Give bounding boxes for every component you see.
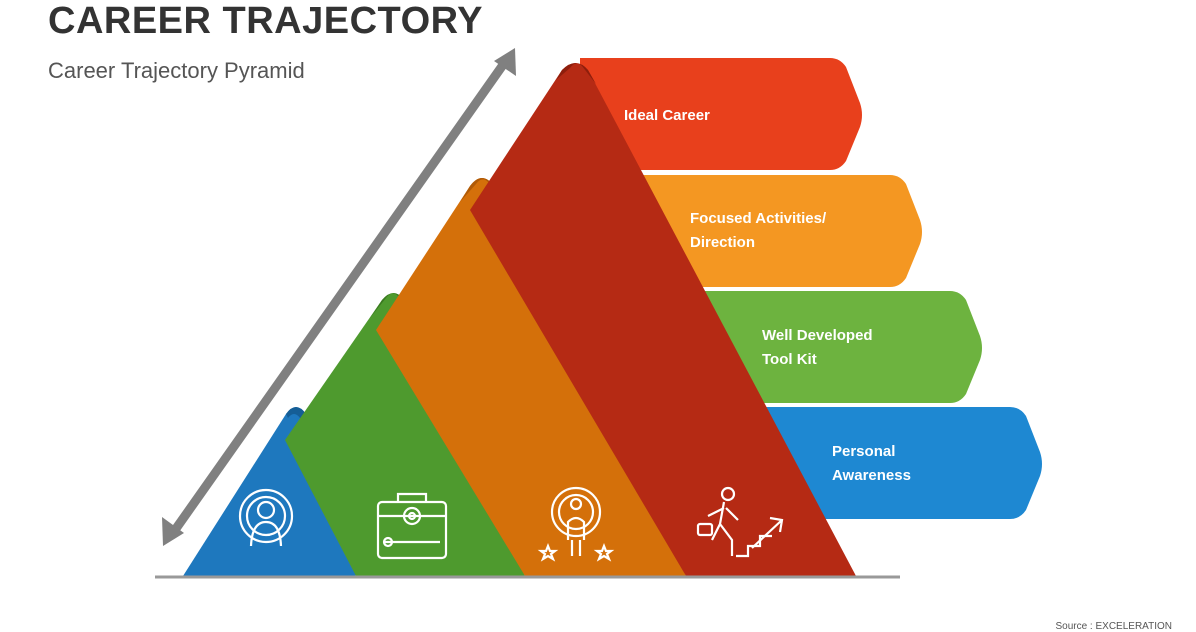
page-subtitle: Career Trajectory Pyramid <box>48 58 305 83</box>
band-tool-kit <box>285 293 525 576</box>
person-target-icon <box>238 488 294 547</box>
page-title: CAREER TRAJECTORY <box>48 0 483 42</box>
band-ideal-career <box>470 63 856 576</box>
level-arrow-tool-kit <box>690 291 982 403</box>
trajectory-arrow <box>162 48 516 546</box>
level-arrow-focused-activities <box>615 175 922 287</box>
level-label-focused-activities: Focused Activities/ Direction <box>690 210 827 251</box>
label-line: Well Developed <box>762 327 873 344</box>
level-label-personal-awareness: Personal Awareness <box>832 443 911 484</box>
businessman-climbing-stairs-icon <box>696 486 784 558</box>
level-label-ideal-career: Ideal Career <box>624 107 710 124</box>
label-line: Personal <box>832 443 895 460</box>
source-credit: Source : EXCELERATION <box>1055 621 1172 632</box>
person-broadcast-stars-icon <box>537 486 615 562</box>
level-label-tool-kit: Well Developed Tool Kit <box>762 327 873 368</box>
label-line: Focused Activities/ <box>690 210 827 227</box>
toolbox-gear-wrench-icon <box>376 492 448 560</box>
label-line: Direction <box>690 234 755 251</box>
label-line: Awareness <box>832 467 911 484</box>
level-arrow-personal-awareness <box>760 407 1042 519</box>
label-line: Ideal Career <box>624 107 710 124</box>
label-line: Tool Kit <box>762 351 817 368</box>
level-arrow-ideal-career <box>580 58 862 170</box>
